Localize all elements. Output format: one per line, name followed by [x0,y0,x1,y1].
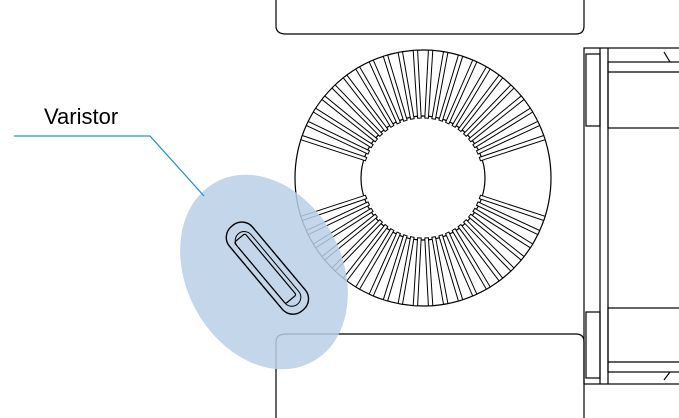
winding-turn-top-6 [342,74,389,133]
winding-turn-bottom-9 [438,234,464,302]
side-module-bottom-bracket [585,311,601,379]
side-module-top-cap [607,61,679,129]
terminal-block-top [275,0,585,35]
toroid-outer-ring [294,49,552,307]
winding-turn-bottom-10 [431,236,449,305]
varistor [225,221,310,315]
callout-leader-line [14,135,205,197]
toroidal-inductor [294,49,552,307]
varistor-disc [225,221,310,315]
winding-turn-top-12 [424,49,434,119]
winding-turn-bottom-3 [472,207,534,249]
winding-turn-bottom-4 [467,213,525,261]
varistor-label: Varistor [44,104,119,129]
winding-turn-top-14 [438,54,464,122]
winding-turn-bottom-8 [444,231,478,297]
winding-turn-top-5 [331,84,384,138]
winding-turn-top-9 [382,54,408,122]
winding-turn-top-13 [431,51,449,120]
winding-turn-top-11 [412,49,422,119]
winding-turn-bottom-1 [478,194,546,222]
winding-turn-top-18 [462,84,515,138]
winding-turn-top-20 [472,107,534,149]
winding-turn-top-2 [305,120,371,155]
side-module-hook-a [663,51,671,63]
side-module-hook-b [663,371,671,381]
toroid-winding-top [300,49,546,162]
side-module-frame-outer [583,47,679,385]
winding-turn-bottom-5 [462,218,515,272]
toroid-inner-ring [360,115,486,241]
winding-turn-bottom-6 [457,223,504,282]
toroid-winding-bottom [300,194,546,307]
winding-turn-top-22 [478,134,546,162]
winding-turn-top-17 [457,74,504,133]
winding-turn-bottom-12 [412,237,422,307]
winding-turn-bottom-13 [397,236,415,305]
side-module-bottom-cap [607,307,679,373]
winding-turn-top-15 [444,59,478,125]
winding-turn-top-21 [475,120,541,155]
varistor-highlight [180,174,348,370]
winding-turn-bottom-16 [355,228,395,290]
winding-turn-top-16 [451,66,491,128]
winding-turn-bottom-7 [451,228,491,290]
winding-turn-bottom-14 [382,234,408,302]
winding-turn-top-7 [355,66,395,128]
varistor-disc-inner [234,231,302,307]
winding-turn-bottom-15 [368,231,402,297]
winding-turn-bottom-2 [475,201,541,236]
winding-turn-top-8 [368,59,402,125]
winding-turn-top-4 [321,95,379,143]
winding-turn-top-3 [312,107,374,149]
winding-turn-top-10 [397,51,415,120]
winding-turn-top-1 [300,134,368,162]
winding-turn-top-19 [467,95,525,143]
side-module [583,47,679,385]
winding-turn-bottom-11 [424,237,434,307]
side-module-top-bracket [585,53,601,127]
